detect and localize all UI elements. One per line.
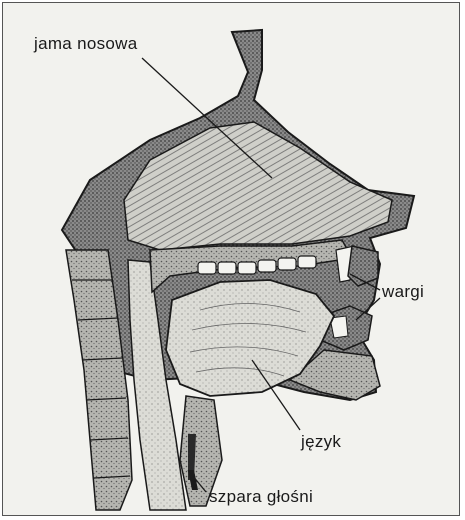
label-lips: wargi — [382, 282, 424, 302]
label-tongue: język — [301, 432, 341, 452]
label-nasal-cavity: jama nosowa — [34, 34, 137, 54]
upper-lip — [348, 246, 378, 286]
label-glottis: szpara głośni — [209, 487, 313, 507]
